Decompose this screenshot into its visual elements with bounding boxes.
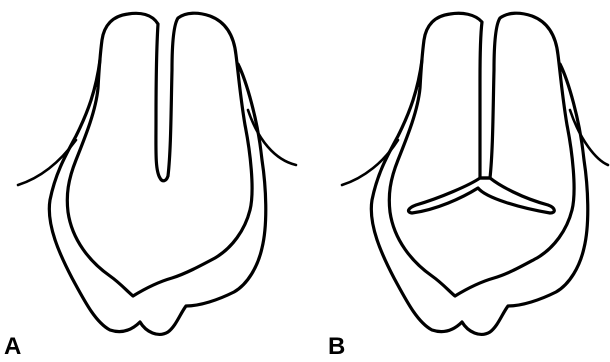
panel-a-drawing [18, 13, 296, 334]
panel-b-drawing [342, 13, 608, 334]
panel-b-inner-outline [389, 13, 574, 296]
panel-a-inner-outline [67, 13, 252, 296]
panel-b-y-groove [409, 178, 555, 213]
panel-label-b: B [328, 335, 345, 359]
panel-label-a: A [4, 335, 21, 359]
panel-a-left-flap [18, 140, 76, 185]
panel-b-left-flap [342, 140, 398, 185]
